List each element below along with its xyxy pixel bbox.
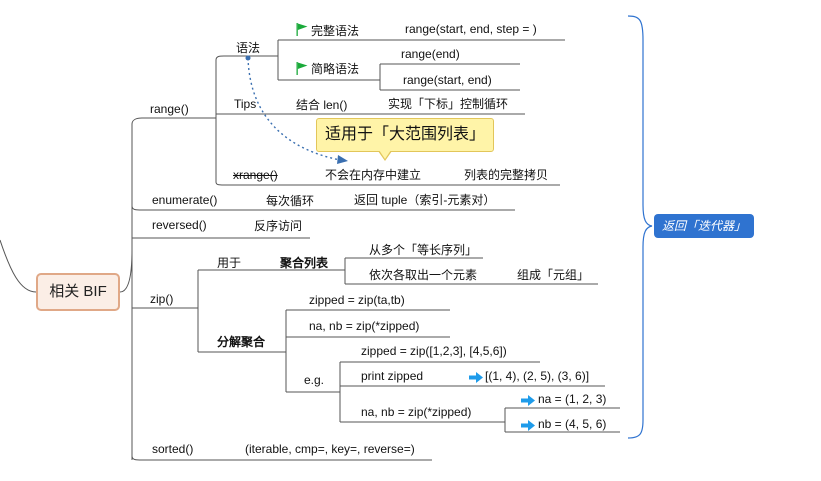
- sorted-topic[interactable]: sorted(): [152, 442, 194, 456]
- example-3-result-1[interactable]: na = (1, 2, 3): [538, 392, 607, 406]
- arrow-right-icon: [521, 420, 535, 431]
- example-topic[interactable]: e.g.: [304, 373, 325, 387]
- unzip-2[interactable]: na, nb = zip(*zipped): [309, 319, 420, 333]
- xrange-topic[interactable]: xrange(): [233, 168, 278, 182]
- summary-bracket: [627, 15, 653, 439]
- xrange-memory[interactable]: 不会在内存中建立: [325, 168, 422, 182]
- sorted-signature[interactable]: (iterable, cmp=, key=, reverse=): [245, 442, 415, 456]
- reversed-topic[interactable]: reversed(): [152, 218, 207, 232]
- syntax-topic[interactable]: 语法: [236, 41, 261, 55]
- aggregate-3[interactable]: 组成「元组」: [517, 268, 590, 282]
- tips-topic[interactable]: Tips: [234, 97, 257, 111]
- relationship-origin-dot: [245, 55, 251, 61]
- callout-large-list[interactable]: 适用于「大范围列表」: [316, 118, 494, 152]
- zip-use[interactable]: 用于: [217, 256, 242, 270]
- root-topic[interactable]: 相关 BIF: [36, 273, 120, 311]
- example-2[interactable]: print zipped: [361, 369, 424, 383]
- arrow-right-icon: [521, 395, 535, 406]
- example-3-result-2[interactable]: nb = (4, 5, 6): [538, 417, 607, 431]
- enumerate-topic[interactable]: enumerate(): [152, 193, 218, 207]
- aggregate-2[interactable]: 依次各取出一个元素: [369, 268, 478, 282]
- unzip-1[interactable]: zipped = zip(ta,tb): [309, 293, 405, 307]
- range-topic[interactable]: range(): [150, 102, 189, 116]
- xrange-copy[interactable]: 列表的完整拷贝: [464, 168, 549, 182]
- zip-topic[interactable]: zip(): [150, 292, 174, 306]
- relationship-line: [247, 57, 341, 161]
- aggregate-1[interactable]: 从多个「等长序列」: [369, 243, 478, 257]
- flag-icon: [296, 62, 308, 75]
- combine-len[interactable]: 结合 len(): [296, 98, 348, 112]
- full-syntax-label[interactable]: 完整语法: [311, 24, 360, 38]
- example-1[interactable]: zipped = zip([1,2,3], [4,5,6]): [361, 344, 507, 358]
- callout-tail-fill: [379, 150, 391, 159]
- aggregate-topic[interactable]: 聚合列表: [280, 256, 329, 270]
- short-signature-2[interactable]: range(start, end): [403, 73, 492, 87]
- summary-label[interactable]: 返回「迭代器」: [654, 214, 754, 238]
- short-syntax-label[interactable]: 简略语法: [311, 62, 360, 76]
- flag-icon: [296, 23, 308, 36]
- enumerate-result[interactable]: 返回 tuple（索引-元素对）: [354, 193, 496, 207]
- unzip-topic[interactable]: 分解聚合: [217, 335, 266, 349]
- enumerate-desc[interactable]: 每次循环: [266, 194, 315, 208]
- example-3[interactable]: na, nb = zip(*zipped): [361, 405, 472, 419]
- short-signature-1[interactable]: range(end): [401, 47, 460, 61]
- arrow-right-icon: [469, 372, 483, 383]
- full-signature[interactable]: range(start, end, step = ): [405, 22, 537, 36]
- reversed-desc[interactable]: 反序访问: [254, 219, 303, 233]
- example-2-result[interactable]: [(1, 4), (2, 5), (3, 6)]: [485, 369, 590, 383]
- relationship-arrowhead: [337, 155, 348, 164]
- combine-result[interactable]: 实现「下标」控制循环: [388, 97, 509, 111]
